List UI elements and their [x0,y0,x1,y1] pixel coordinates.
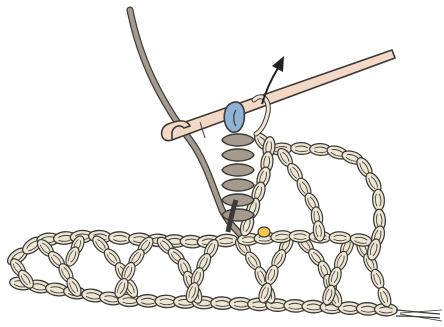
yarn-wrap [222,164,254,176]
yarn-tail [396,310,442,321]
yarn-wrap [222,179,254,191]
chain-stitch [329,231,351,243]
stitch-marker-icon [258,227,270,237]
yarn-wrap [222,149,254,161]
chain-stitch [289,230,311,242]
chain-stitch [372,189,385,211]
yarn-over-wraps [222,134,254,232]
yarn-wrap [222,209,254,221]
yarn-wrap [222,134,254,146]
yarn-wrap [222,194,254,206]
